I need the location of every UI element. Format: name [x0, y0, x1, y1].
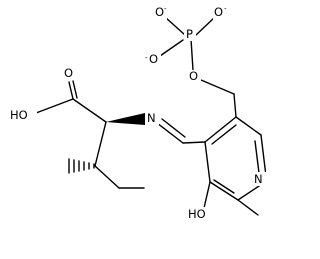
bond-c-acid-carbonyl-o-a	[68, 81, 74, 100]
bond-c-beta-ch2	[94, 165, 120, 189]
ring-bond-c4-c5	[204, 116, 237, 143]
atom-label-n-pyridine: N	[254, 172, 263, 186]
ring-bond-c2-c3	[209, 181, 239, 201]
bond-oh-c-acid	[35, 98, 74, 114]
bond-c-acid-c-alpha	[72, 98, 107, 123]
bond-c-alpha-c-beta	[94, 121, 107, 167]
bond-p-o-left	[159, 39, 184, 57]
bond-c3-oh	[203, 181, 211, 209]
ring-bond-c2-c3-inner	[213, 179, 235, 194]
bond-p-o-top-right	[195, 16, 216, 36]
bond-c5-ch2	[233, 93, 237, 118]
atom-label-o-phosphate-top-right: O	[214, 5, 223, 19]
bond-c-acid-carbonyl-o-b	[72, 80, 78, 99]
atom-label-o-ester: O	[189, 69, 198, 83]
hash-c-beta-methyl	[68, 158, 95, 174]
atom-label-o-phosphate-top-left: O	[155, 5, 164, 19]
bond-ester-o-p	[190, 38, 194, 71]
atom-label-layer: HO O N O - P O - O - O N HO	[9, 5, 266, 221]
charge-label-left: -	[145, 54, 148, 62]
bond-layer	[35, 16, 266, 216]
bond-ch-ring-c4	[182, 141, 206, 144]
charge-label-top-left: -	[164, 5, 167, 13]
bond-ch2-ester-o	[200, 79, 235, 95]
atom-label-ho-phenol: HO	[188, 207, 206, 221]
atom-label-p: P	[186, 27, 193, 41]
atom-label-ho-acid: HO	[10, 108, 28, 122]
ring-bond-c5-c6	[235, 116, 262, 136]
atom-label-o-phosphate-left: O	[149, 52, 158, 66]
bond-n-ch-double-b	[161, 118, 186, 138]
bond-n-ch-double-a	[156, 122, 184, 144]
ring-bond-c6-n-inner	[254, 140, 260, 174]
atom-label-n-imine: N	[147, 111, 156, 125]
molecule-structure-diagram: HO O N O - P O - O - O N HO	[9, 5, 266, 221]
ring-bond-c4-c5-inner	[211, 124, 237, 145]
ring-bond-c3-c4	[204, 141, 211, 183]
bond-c2-methyl	[237, 199, 259, 216]
ring-bond-n-c2	[237, 183, 263, 201]
atom-label-o-carbonyl: O	[64, 66, 73, 80]
ring-bond-c6-n	[260, 134, 266, 177]
charge-label-top-right: -	[224, 5, 227, 13]
bond-p-o-top-left	[164, 16, 186, 36]
wedge-c-alpha-n	[106, 113, 145, 125]
